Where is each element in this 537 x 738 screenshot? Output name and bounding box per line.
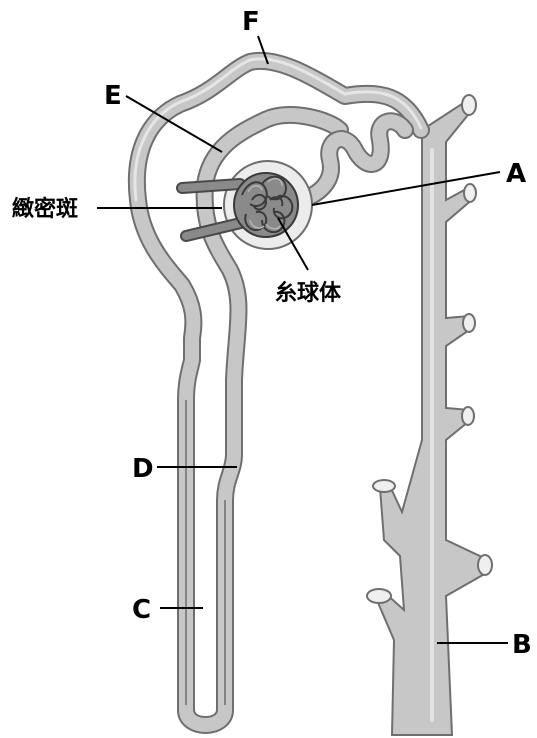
label-D: D <box>132 454 154 484</box>
renal-tubule <box>135 59 421 725</box>
duct-branch-end <box>462 407 474 425</box>
label-B: B <box>512 630 532 660</box>
duct-branch-end <box>464 184 476 202</box>
duct-branch-end <box>478 555 492 575</box>
label-F: F <box>242 7 260 37</box>
duct-branch-end <box>463 314 475 332</box>
duct-branch-end <box>373 480 395 492</box>
label-E: E <box>104 81 122 111</box>
collecting-duct <box>367 95 492 735</box>
label-A: A <box>506 159 526 189</box>
duct-branch-end <box>462 95 476 115</box>
duct-branch-end <box>367 589 391 603</box>
label-macula-densa: 緻密斑 <box>12 196 78 222</box>
label-C: C <box>132 595 151 625</box>
label-glomerulus: 糸球体 <box>275 281 342 306</box>
